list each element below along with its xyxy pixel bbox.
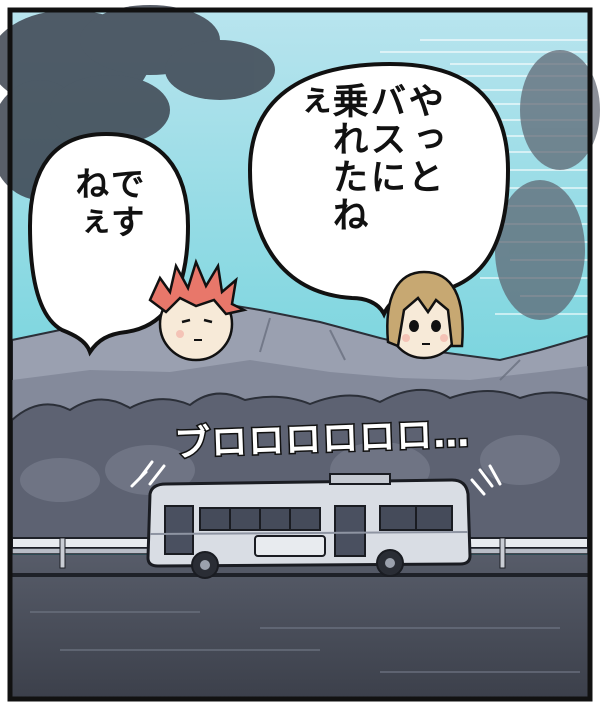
motion-marks xyxy=(130,460,502,496)
bus-icon xyxy=(146,473,472,579)
character-blonde-hair xyxy=(386,270,464,360)
dark-clouds xyxy=(0,5,275,200)
character-red-hair xyxy=(148,258,248,362)
road xyxy=(12,555,588,697)
speech-bubble-side xyxy=(27,131,191,357)
speech-bubble-icon xyxy=(247,61,511,319)
panel-border xyxy=(7,7,593,702)
speech-text-main: やっと バスに 乗れたね ぇ xyxy=(288,82,444,234)
speech-text-side: です ねぇ xyxy=(68,166,145,242)
sound-effect-text: ブロロロロロロ… xyxy=(172,412,472,466)
